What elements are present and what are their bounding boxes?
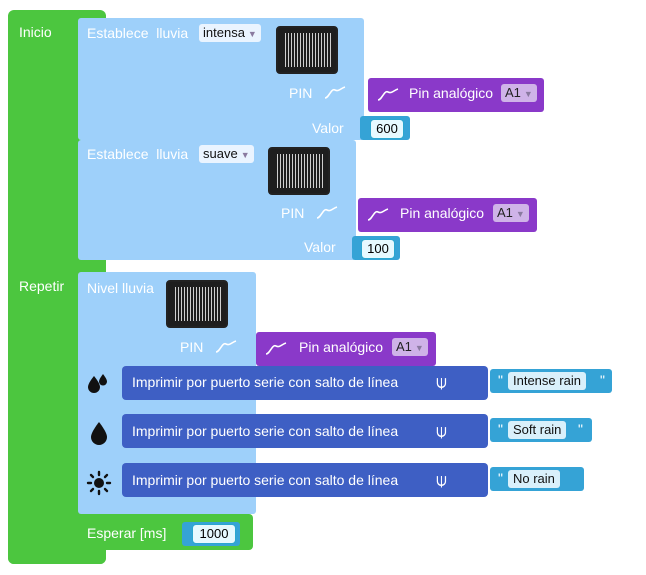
repetir-header-bar — [60, 258, 82, 272]
quote-close-1: " — [600, 372, 605, 388]
text-field-3[interactable]: No rain — [508, 470, 560, 488]
program-bottom — [8, 548, 106, 564]
quote-close-2: " — [578, 421, 583, 437]
valor-label-1: Valor — [312, 120, 344, 136]
serial-print-label-3: Imprimir por puerto serie con salto de l… — [132, 472, 399, 488]
rain-level-label: Nivel lluvia — [87, 280, 154, 296]
analog-pin-label-3: Pin analógico — [299, 339, 384, 355]
serial-print-block-3[interactable] — [122, 463, 488, 497]
quote-open-1: " — [498, 372, 503, 388]
set-label-2: Establece lluvia — [87, 146, 189, 162]
text-field-2[interactable]: Soft rain — [508, 421, 567, 439]
pin-label-3: PIN — [180, 339, 204, 355]
rain-mode-dropdown-2[interactable]: suave▼ — [199, 145, 254, 163]
rain-sensor-icon — [276, 26, 338, 74]
water-drop-icon — [88, 420, 110, 449]
analog-signal-icon — [367, 208, 389, 221]
quote-open-3: " — [498, 470, 503, 486]
valor-field-2[interactable]: 100 — [361, 239, 395, 259]
serial-print-block-1[interactable] — [122, 366, 488, 400]
text-field-1[interactable]: Intense rain — [508, 372, 586, 390]
serial-print-block-2[interactable] — [122, 414, 488, 448]
usb-icon: ⍦ — [436, 372, 447, 392]
wait-label: Esperar [ms] — [87, 525, 167, 541]
pin-label-1: PIN — [289, 85, 313, 101]
usb-icon: ⍦ — [436, 421, 447, 441]
analog-pin-label-1: Pin analógico — [409, 85, 494, 101]
serial-print-label-2: Imprimir por puerto serie con salto de l… — [132, 423, 399, 439]
serial-print-label-1: Imprimir por puerto serie con salto de l… — [132, 374, 399, 390]
pin-label-2: PIN — [281, 205, 305, 221]
analog-signal-icon — [215, 340, 237, 353]
analog-signal-icon — [324, 86, 346, 99]
valor-label-2: Valor — [304, 239, 336, 255]
repetir-label: Repetir — [19, 278, 65, 294]
analog-signal-icon — [316, 206, 338, 219]
pin-dropdown-2[interactable]: A1▼ — [493, 204, 529, 222]
rain-mode-dropdown-1[interactable]: intensa▼ — [199, 24, 261, 42]
sun-icon — [86, 470, 112, 499]
inicio-label: Inicio — [19, 24, 52, 40]
quote-open-2: " — [498, 421, 503, 437]
analog-signal-icon — [265, 342, 287, 355]
water-drops-icon — [86, 372, 110, 399]
valor-field-1[interactable]: 600 — [370, 119, 404, 139]
wait-field[interactable]: 1000 — [192, 524, 236, 544]
rain-sensor-icon — [268, 147, 330, 195]
rain-sensor-icon — [166, 280, 228, 328]
inicio-header-bar — [60, 10, 82, 22]
analog-pin-label-2: Pin analógico — [400, 205, 485, 221]
analog-signal-icon — [377, 88, 399, 101]
set-label-1: Establece lluvia — [87, 25, 189, 41]
pin-dropdown-1[interactable]: A1▼ — [501, 84, 537, 102]
usb-icon: ⍦ — [436, 470, 447, 490]
pin-dropdown-3[interactable]: A1▼ — [392, 338, 428, 356]
